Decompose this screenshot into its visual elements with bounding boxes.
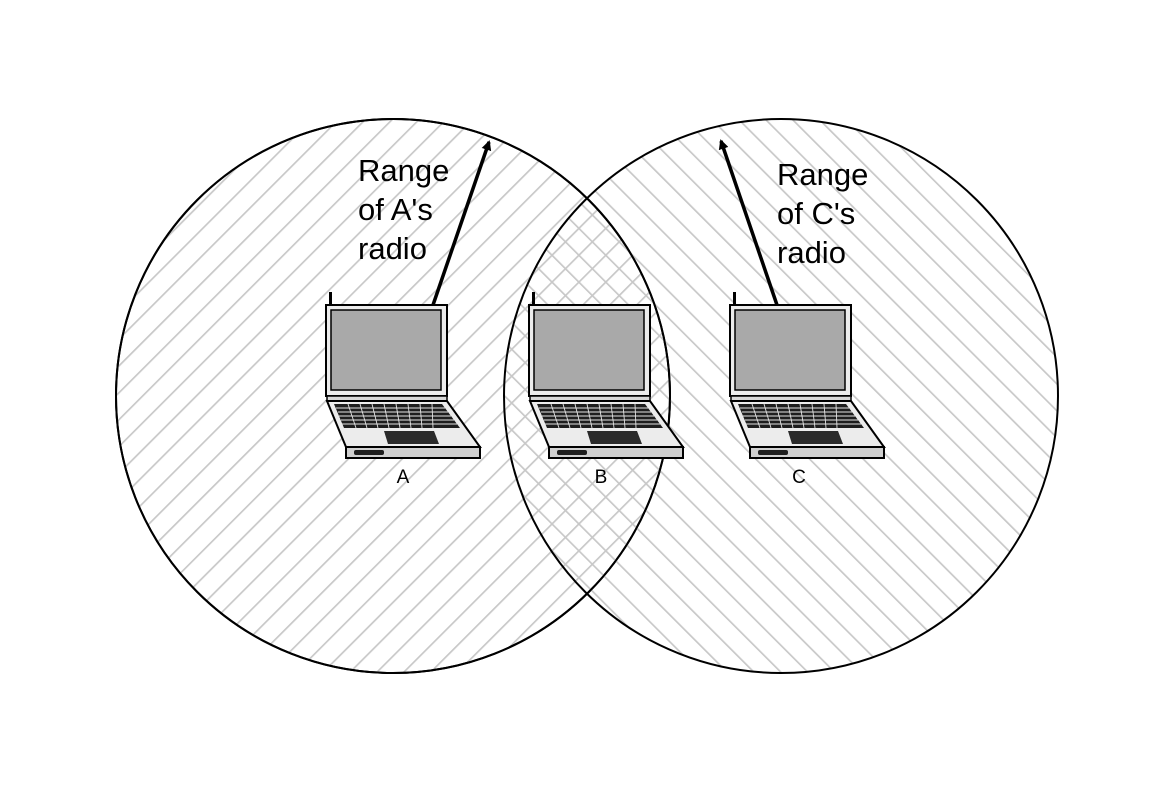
range-c-label-line1: Range <box>777 157 868 192</box>
range-a-arrow-icon <box>431 140 492 306</box>
range-c-label-line3: radio <box>777 235 846 270</box>
node-label-c: C <box>792 467 806 488</box>
range-a-label-line3: radio <box>358 231 427 266</box>
range-c-arrow-icon <box>718 139 779 306</box>
range-a-label-line1: Range <box>358 153 449 188</box>
node-label-a: A <box>397 467 410 488</box>
range-c-label-line2: of C's <box>777 196 855 231</box>
node-label-b: B <box>595 467 608 488</box>
range-a-label-line2: of A's <box>358 192 433 227</box>
